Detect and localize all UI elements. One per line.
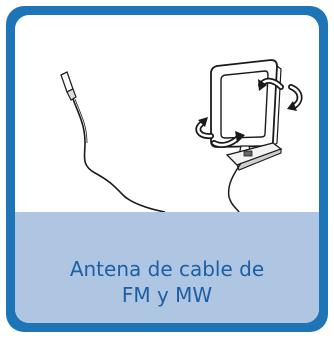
rotate-arrow-icon <box>195 77 303 148</box>
caption-panel: Antena de cable de FM y MW <box>15 212 319 323</box>
antenna-card: Antena de cable de FM y MW <box>6 6 328 332</box>
antenna-illustration <box>60 59 303 212</box>
card-inner: Antena de cable de FM y MW <box>15 15 319 323</box>
fm-wire-antenna-icon <box>60 71 166 212</box>
antenna-caption: Antena de cable de FM y MW <box>69 257 265 307</box>
